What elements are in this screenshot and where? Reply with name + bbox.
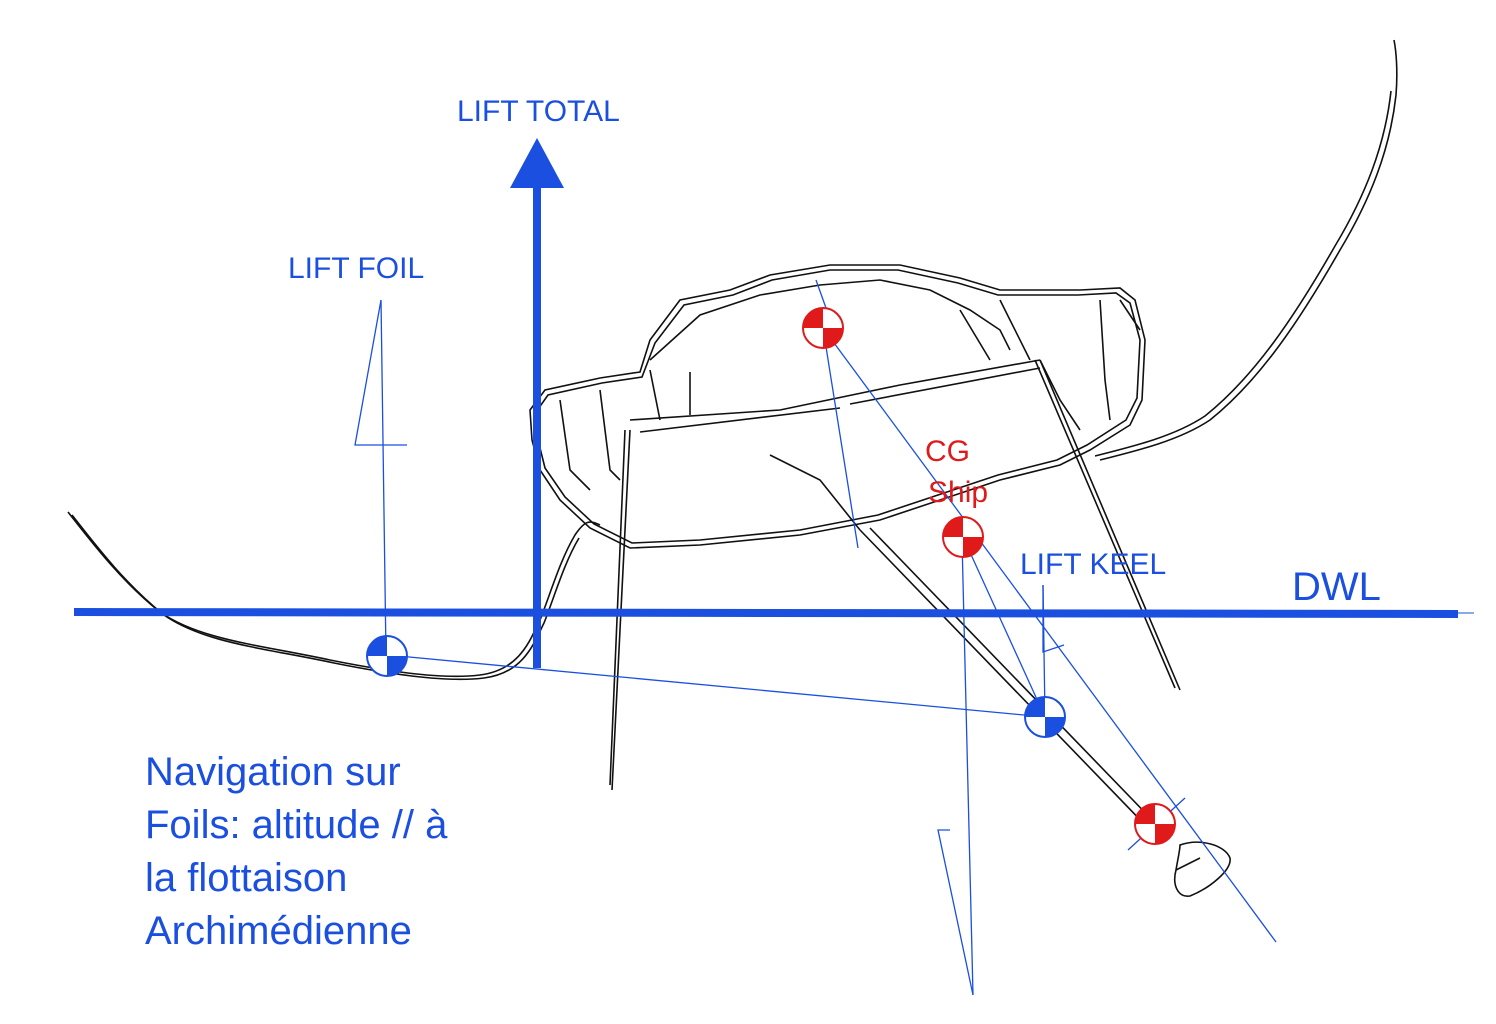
- dwl-waterline: [73, 608, 1459, 618]
- label-cg-ship-line1: CG: [925, 435, 970, 468]
- label-cg-ship-line2: Ship: [928, 476, 988, 509]
- caption-line-1: Navigation sur: [145, 750, 401, 794]
- lift-keel-vector: [1042, 584, 1065, 718]
- construction-lines: [387, 279, 1277, 943]
- caption-line-4: Archimédienne: [145, 909, 412, 953]
- cg-marker-keel: [1024, 696, 1066, 738]
- lift-total-arrowhead: [510, 138, 564, 188]
- caption-line-2: Foils: altitude // à: [145, 803, 448, 847]
- label-lift-total: LIFT TOTAL: [457, 95, 620, 128]
- cg-marker-bulb: [1134, 803, 1176, 845]
- label-lift-foil: LIFT FOIL: [288, 252, 424, 285]
- label-lift-keel: LIFT KEEL: [1020, 548, 1166, 581]
- label-dwl: DWL: [1292, 565, 1381, 609]
- cg-marker-foil: [366, 635, 408, 677]
- cg-marker-ship: [942, 516, 984, 558]
- lift-foil-vector: [354, 299, 407, 656]
- weight-vector: [937, 539, 974, 996]
- caption-line-3: la flottaison: [145, 856, 347, 900]
- cg-marker-deck: [802, 307, 844, 349]
- force-vectors: [73, 138, 1474, 996]
